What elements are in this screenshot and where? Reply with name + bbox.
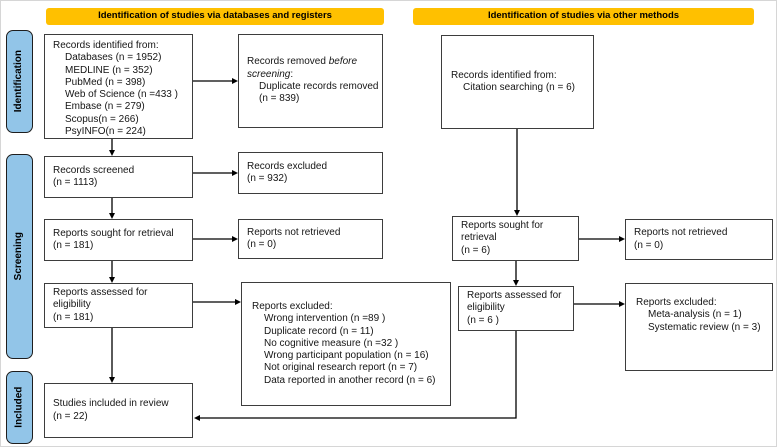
text-line: (n = 932) — [247, 173, 288, 184]
text-line: (n = 6 ) — [467, 314, 499, 326]
text-line: Wrong intervention (n =89 ) — [264, 313, 386, 325]
stage-screening: Screening — [6, 154, 33, 359]
text-line: (n = 6) — [461, 244, 491, 256]
text-line: Data reported in another record (n = 6) — [264, 374, 436, 386]
box-records-identified-other: Records identified from: Citation search… — [441, 35, 594, 129]
text-line: Not original research report (n = 7) — [264, 362, 418, 374]
text-line: Citation searching (n = 6) — [463, 82, 576, 93]
text-line: Web of Science (n =433 ) — [65, 89, 178, 101]
box-title: Records removed before screening: — [247, 56, 358, 80]
box-reports-excluded-db: Reports excluded: Wrong intervention (n … — [241, 282, 451, 406]
text-line: Duplicate records removed (n = 839) — [259, 81, 379, 105]
box-records-excluded: Records excluded (n = 932) — [238, 152, 383, 194]
box-reports-sought-retrieval-db: Reports sought for retrieval (n = 181) — [44, 219, 193, 261]
text-line: (n = 1113) — [53, 177, 98, 188]
stage-included: Included — [6, 371, 33, 444]
text-line: MEDLINE (n = 352) — [65, 64, 153, 76]
box-title: Reports excluded: — [252, 300, 333, 312]
text-line: eligibility — [467, 302, 505, 314]
box-reports-not-retrieved-other: Reports not retrieved (n = 0) — [625, 219, 773, 260]
text-line: Embase (n = 279) — [65, 101, 145, 113]
text-line: Meta-analysis (n = 1) — [648, 309, 742, 321]
text-line: Databases (n = 1952) — [65, 52, 162, 64]
text-line: No cognitive measure (n =32 ) — [264, 337, 399, 349]
text-line: Systematic review (n = 3) — [648, 321, 761, 333]
text-line: Reports not retrieved — [247, 226, 341, 238]
box-reports-not-retrieved-db: Reports not retrieved (n = 0) — [238, 219, 383, 259]
text-line: PubMed (n = 398) — [65, 76, 146, 88]
box-records-removed-before-screening: Records removed before screening: Duplic… — [238, 34, 383, 128]
box-reports-assessed-eligibility-db: Reports assessed for eligibility (n = 18… — [44, 283, 193, 328]
banner-other-methods: Identification of studies via other meth… — [413, 8, 754, 25]
text-line: Reports sought for — [461, 220, 544, 232]
text-line: (n = 181) — [53, 311, 94, 323]
stage-identification: Identification — [6, 30, 33, 133]
text-line: (n = 181) — [53, 240, 94, 251]
box-title: Records identified from: — [53, 40, 159, 51]
text-line: Scopus(n = 266) — [65, 113, 139, 125]
box-title: Reports excluded: — [636, 297, 717, 308]
text-line: Reports sought for retrieval — [53, 227, 174, 239]
text-line: retrieval — [461, 232, 497, 244]
box-reports-excluded-other: Reports excluded: Meta-analysis (n = 1) … — [625, 283, 773, 371]
box-records-identified-databases: Records identified from: Databases (n = … — [44, 34, 193, 139]
text-line: PsyINFO(n = 224) — [65, 126, 146, 138]
text-line: Studies included in review — [53, 398, 169, 410]
box-reports-assessed-eligibility-other: Reports assessed for eligibility (n = 6 … — [458, 286, 574, 331]
box-title: Records identified from: — [451, 69, 557, 81]
stage-included-label: Included — [13, 386, 25, 429]
text-line: Reports assessed for — [53, 287, 148, 299]
text-line: (n = 22) — [53, 410, 88, 422]
text-line: Records screened — [53, 164, 135, 176]
text-line: Wrong participant population (n = 16) — [264, 350, 429, 362]
box-reports-sought-retrieval-other: Reports sought for retrieval (n = 6) — [452, 216, 579, 261]
box-studies-included: Studies included in review (n = 22) — [44, 383, 193, 438]
text-line: Records excluded — [247, 160, 328, 172]
text-line: eligibility — [53, 299, 91, 311]
text-line: Reports assessed for — [467, 290, 562, 302]
text-line: (n = 0) — [247, 239, 277, 250]
text-line: (n = 0) — [634, 239, 664, 251]
banner-databases-registers: Identification of studies via databases … — [46, 8, 384, 25]
stage-identification-label: Identification — [13, 50, 25, 113]
box-records-screened: Records screened (n = 1113) — [44, 156, 193, 198]
text-line: Duplicate record (n = 11) — [264, 325, 374, 337]
stage-screening-label: Screening — [13, 232, 25, 281]
text-line: Reports not retrieved — [634, 227, 728, 239]
